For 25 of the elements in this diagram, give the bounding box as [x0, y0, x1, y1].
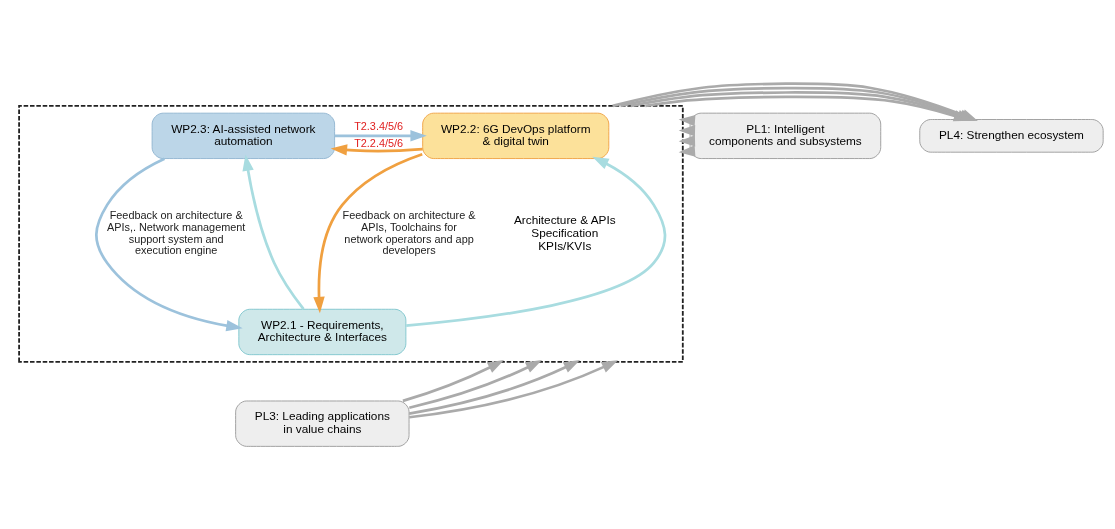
- arrow: [409, 359, 543, 409]
- arrow: [242, 154, 305, 310]
- arrow: [408, 359, 581, 415]
- edge-label: Feedback on architecture & APIs,. Network management support system and execution engine: [106, 208, 246, 256]
- arrow: [678, 134, 696, 147]
- label: Architecture & APIs Specification KPIs/KVIs: [513, 212, 616, 253]
- arrow: [678, 124, 696, 136]
- arrow: [402, 359, 505, 402]
- arrow: [406, 156, 667, 327]
- edge-label: T2.3.4/5/6: [354, 119, 404, 132]
- arrow: [409, 359, 619, 419]
- cluster: [18, 104, 684, 363]
- node-box: WP2.2: 6G DevOps platform & digital twin: [422, 112, 610, 159]
- node-box: WP2.3: AI-assisted network automation: [151, 112, 336, 159]
- node-box: PL3: Leading applications in value chains: [235, 400, 410, 447]
- node-box: PL4: Strengthen ecosystem: [919, 118, 1104, 153]
- arrow: [330, 143, 423, 156]
- arrow: [313, 152, 423, 313]
- arrow: [678, 114, 696, 126]
- edge-label: Feedback on architecture & APIs, Toolchains for network operators and app developers: [342, 208, 476, 256]
- edge-label: T2.2.4/5/6: [354, 136, 404, 149]
- arrow: [678, 144, 696, 157]
- arrow: [334, 129, 427, 142]
- node-box: WP2.1 - Requirements, Architecture & Interfaces: [238, 308, 407, 355]
- arrow: [95, 156, 243, 331]
